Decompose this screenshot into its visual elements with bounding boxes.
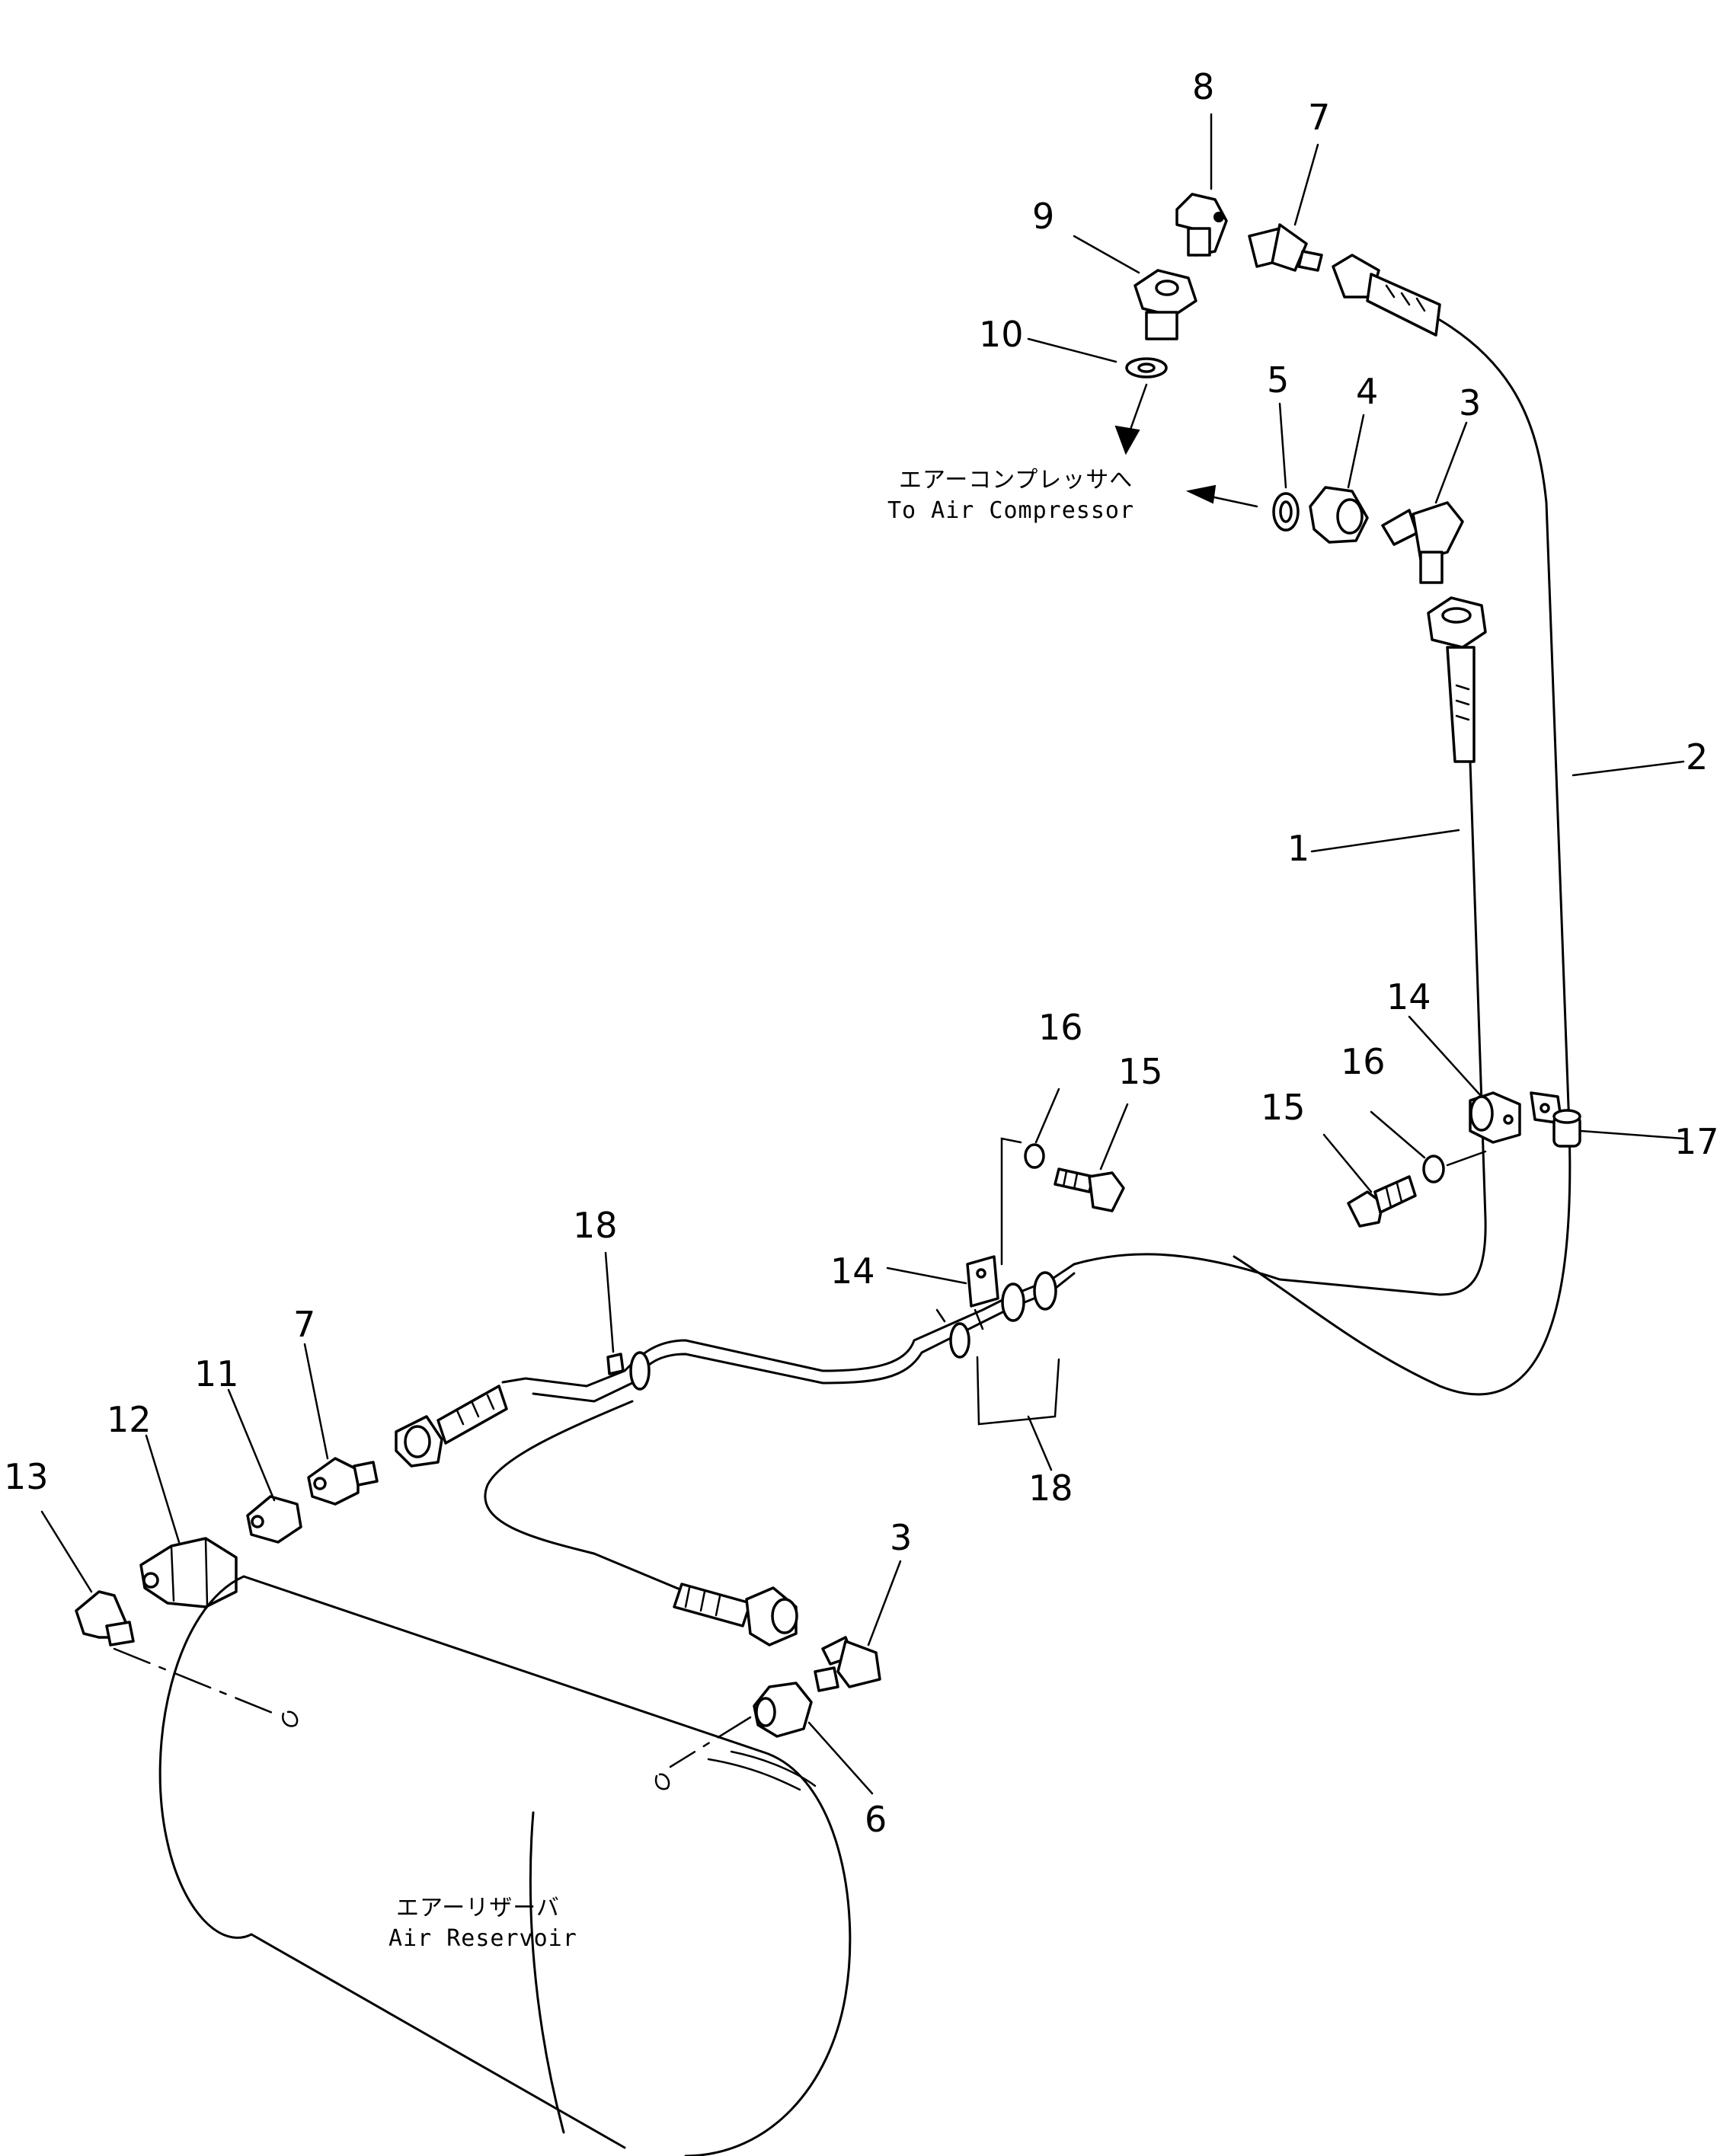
nut-9 [1133, 269, 1197, 340]
elbow-13 [75, 1590, 135, 1647]
hose-end-bottom [673, 1583, 798, 1647]
arrow-to-compressor-left [1185, 484, 1258, 508]
callout-18-left: 18 [573, 1205, 618, 1246]
callout-15-right: 15 [1261, 1087, 1306, 1128]
bolt-15-mid [1054, 1167, 1125, 1212]
callout-11: 11 [194, 1353, 239, 1394]
callout-16-mid: 16 [1038, 1007, 1083, 1048]
callout-15-mid: 15 [1118, 1051, 1163, 1092]
hose-2 [1233, 318, 1572, 1396]
callout-14-mid: 14 [830, 1250, 875, 1292]
air-reservoir-tank [158, 1575, 852, 2156]
adapter-6 [753, 1682, 813, 1738]
adapter-11 [246, 1495, 302, 1544]
callout-2: 2 [1686, 736, 1708, 778]
adapter-7-left [307, 1457, 379, 1506]
callout-6: 6 [865, 1799, 887, 1840]
callout-9: 9 [1032, 196, 1054, 237]
clamp-18-mid [935, 1308, 1060, 1426]
clamp-14-mid [966, 1255, 1057, 1322]
elbow-fitting-8 [1175, 193, 1228, 257]
callout-7-left: 7 [293, 1304, 315, 1345]
center-line-6 [669, 1716, 752, 1768]
reservoir-label-en: Air Reservoir [388, 1925, 577, 1952]
callout-14-right: 14 [1386, 976, 1431, 1017]
reservoir-label-jp: エアーリザーバ [396, 1895, 560, 1921]
washer-10-hole [1137, 363, 1156, 373]
adapter-7-top [1248, 223, 1323, 272]
callout-3-bottom: 3 [890, 1517, 912, 1558]
washer-16-right [1422, 1155, 1445, 1183]
callout-8: 8 [1192, 66, 1214, 107]
valve-12 [139, 1537, 238, 1608]
callout-16-right: 16 [1341, 1041, 1386, 1082]
hose-fitting-1-top [1427, 596, 1487, 763]
washer-16-mid [1024, 1143, 1045, 1169]
arrow-to-compressor-down [1114, 383, 1148, 455]
callout-3-top: 3 [1459, 382, 1481, 423]
hose-lower [484, 1400, 687, 1593]
clamp-17 [1530, 1091, 1581, 1148]
leader-bolt-right [1446, 1150, 1487, 1167]
elbow-3-bottom [814, 1636, 881, 1692]
callout-18-bottom: 18 [1028, 1468, 1073, 1509]
center-line-13 [113, 1647, 276, 1715]
callout-13: 13 [4, 1456, 49, 1497]
compressor-label-en: To Air Compressor [887, 497, 1134, 524]
callout-12: 12 [107, 1399, 152, 1440]
hose-end-top [1332, 254, 1441, 337]
callout-5: 5 [1267, 359, 1289, 401]
elbow-3-top [1381, 501, 1464, 584]
callout-7-top: 7 [1308, 97, 1330, 138]
hose-1 [1073, 760, 1487, 1296]
callout-10: 10 [979, 314, 1024, 355]
bolt-15-right [1347, 1175, 1417, 1228]
leader-bolt-mid [1000, 1137, 1022, 1266]
callout-1: 1 [1287, 828, 1309, 869]
hose-end-left [395, 1385, 508, 1468]
clamp-14-right [1469, 1091, 1521, 1144]
callout-17: 17 [1674, 1121, 1717, 1162]
o-ring-5-inner [1279, 500, 1293, 523]
nut-4 [1309, 486, 1369, 544]
clamp-18-left [606, 1351, 651, 1391]
callout-4: 4 [1356, 371, 1378, 412]
leader-lines [40, 113, 1685, 1795]
compressor-label-jp: エアーコンプレッサへ [899, 467, 1133, 493]
